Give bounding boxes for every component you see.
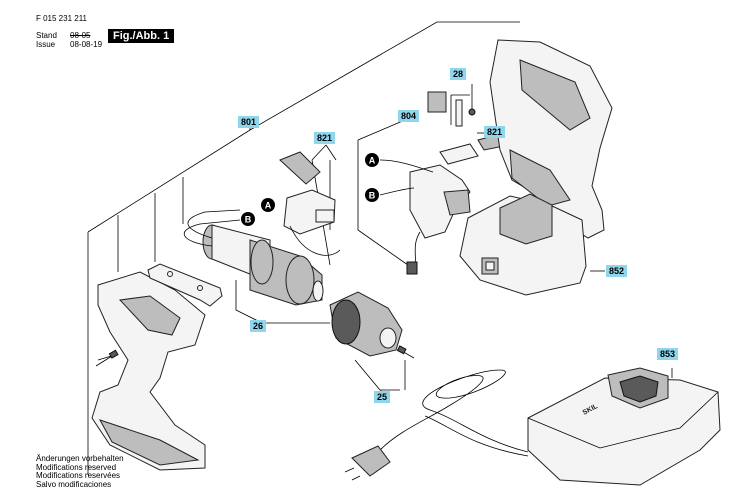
- connector-b-circle: [365, 188, 379, 202]
- callout-28: 28: [450, 68, 467, 80]
- connector-a-label: A: [265, 201, 272, 211]
- housing-shell-right: [489, 39, 613, 239]
- issue-date: 08-08-19: [70, 40, 103, 49]
- callout-25: 25: [374, 391, 391, 403]
- connector-a-label: A: [369, 156, 376, 166]
- callout-26: 26: [250, 320, 267, 332]
- footer-notice: Änderungen vorbehalten Modifications res…: [36, 454, 124, 489]
- callout-852: 852: [606, 265, 628, 277]
- document-number: F 015 231 211: [36, 14, 88, 23]
- callout-804: 804: [398, 110, 420, 122]
- switch-assembly-804: [379, 159, 471, 275]
- footer-line-fr: Modifications reservées: [36, 471, 121, 480]
- stand-label: Stand: [36, 31, 57, 40]
- housing-shell-left: [91, 271, 206, 471]
- connector-b-label: B: [369, 191, 376, 201]
- connector-a-circle: [261, 198, 275, 212]
- issue-label: Issue: [36, 40, 56, 49]
- callout-821: 821: [314, 132, 336, 144]
- callout-801: 801: [238, 116, 260, 128]
- wire-connectors: A B A B: [241, 153, 379, 226]
- charger-853: [527, 367, 721, 486]
- connector-a-circle: [365, 153, 379, 167]
- footer-line-es: Salvo modificaciones: [36, 479, 112, 489]
- stand-old-date: 08-05: [70, 31, 91, 40]
- electronic-module-28: [427, 91, 505, 165]
- callout-821: 821: [484, 126, 506, 138]
- brush-holder-821: [279, 151, 341, 256]
- connector-b-circle: [241, 212, 255, 226]
- keyless-chuck-25: [329, 291, 415, 359]
- footer-line-en: Modifications reserved: [36, 462, 117, 472]
- footer-line-de: Änderungen vorbehalten: [36, 454, 124, 463]
- revision-block: Stand 08-05 Issue 08-08-19: [36, 31, 102, 49]
- power-cord: [344, 369, 529, 481]
- connector-b-label: B: [245, 215, 252, 225]
- figure-label: Fig./Abb. 1: [108, 29, 175, 43]
- belt-clip: [147, 263, 223, 307]
- motor-gearbox-26: [183, 209, 324, 306]
- screw-left: [95, 349, 119, 367]
- battery-pack-852: [459, 193, 587, 296]
- callout-853: 853: [657, 348, 679, 360]
